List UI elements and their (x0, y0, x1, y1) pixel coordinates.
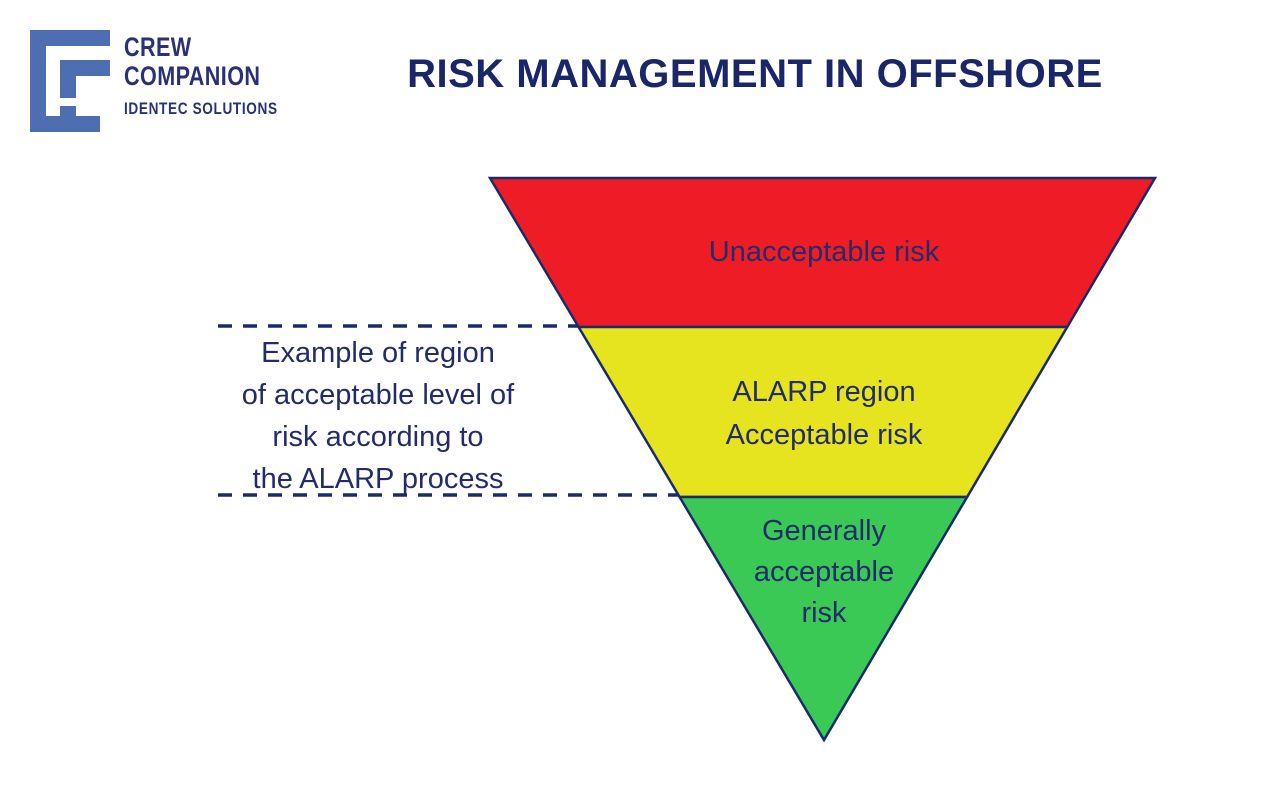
logo-name-line1: CREW (124, 32, 192, 62)
annotation-line: risk according to (272, 421, 484, 453)
label-line: ALARP region (732, 376, 916, 408)
logo-wordmark: CREW COMPANION (124, 33, 260, 91)
label-line: risk (801, 597, 847, 629)
label-generally-acceptable-risk: Generally acceptable risk (674, 511, 974, 634)
page-title: RISK MANAGEMENT IN OFFSHORE (407, 52, 1103, 96)
label-line: Generally (761, 515, 887, 547)
annotation-line: the ALARP process (252, 463, 504, 495)
logo-subtitle: IDENTEC SOLUTIONS (124, 99, 278, 118)
crew-companion-logo-icon (30, 30, 110, 132)
label-alarp-region: ALARP region Acceptable risk (624, 371, 1024, 457)
label-unacceptable-risk: Unacceptable risk (624, 235, 1024, 269)
label-line: acceptable (753, 556, 895, 588)
funnel-level-generally-acceptable (677, 495, 970, 743)
label-line: Acceptable risk (725, 419, 923, 451)
alarp-annotation: Example of region of acceptable level of… (198, 332, 558, 500)
annotation-line: of acceptable level of (241, 379, 515, 411)
logo-name-line2: COMPANION (124, 61, 261, 91)
label-line: Unacceptable risk (708, 236, 940, 268)
annotation-line: Example of region (261, 337, 495, 369)
